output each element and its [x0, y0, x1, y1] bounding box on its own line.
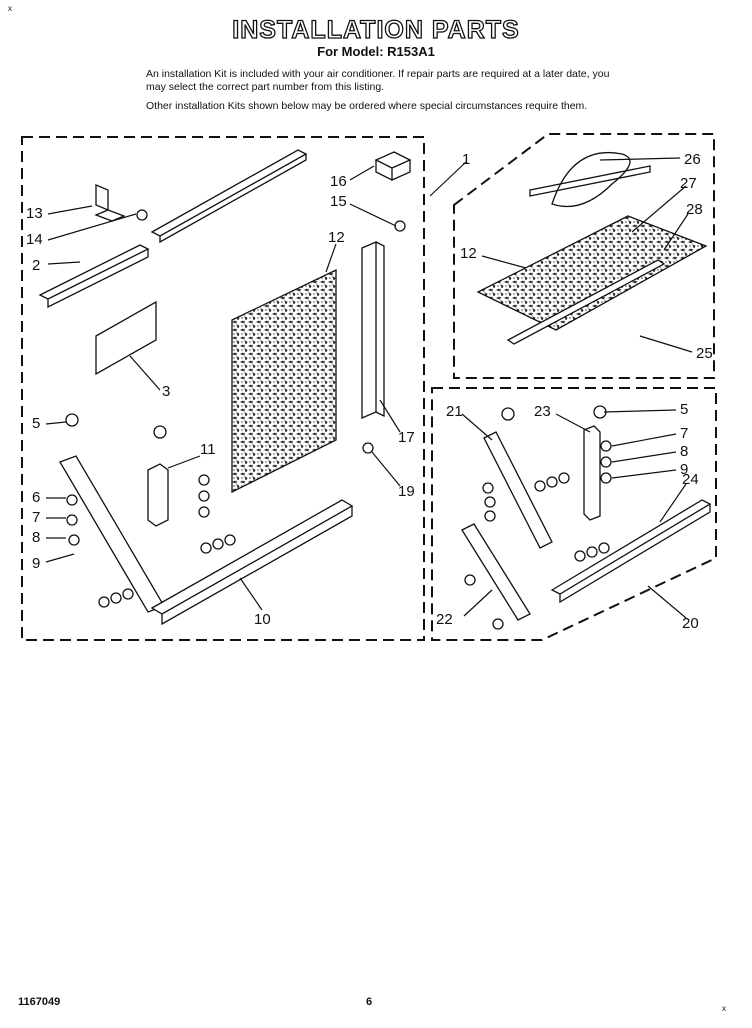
part-18-block: [374, 151, 412, 182]
part-2-rail: [38, 244, 150, 309]
callout-23: 23: [534, 403, 551, 420]
part-13-bracket: [94, 184, 126, 222]
callout-9: 9: [32, 555, 40, 572]
callout-11: 11: [200, 441, 216, 458]
callout-7: 7: [32, 509, 40, 526]
callout-12b: 12: [460, 245, 477, 262]
part-3-panel: [95, 300, 157, 376]
callout-27: 27: [680, 175, 697, 192]
corner-mark-bottom: x: [722, 1004, 726, 1013]
callout-6: 6: [32, 489, 40, 506]
page-title: INSTALLATION PARTS: [232, 15, 520, 44]
callout-13: 13: [26, 205, 43, 222]
part-26-seal: [529, 165, 651, 197]
intro-paragraph-2: Other installation Kits shown below may …: [146, 100, 588, 112]
kit-25-box: [453, 133, 715, 379]
callout-28: 28: [686, 201, 703, 218]
kit-25-foam: [476, 215, 708, 331]
part-26-loop: [551, 152, 631, 208]
callout-1: 1: [462, 151, 470, 168]
model-subtitle: For Model: R153A1: [317, 44, 435, 59]
upper-rail: [150, 149, 308, 244]
main-kit-box: [21, 136, 425, 641]
corner-mark-top: x: [8, 4, 12, 13]
part-17-channel: [361, 241, 385, 419]
callout-8b: 8: [680, 443, 688, 460]
callout-8: 8: [32, 529, 40, 546]
callout-18: 16: [330, 173, 347, 190]
callout-5b: 5: [680, 401, 688, 418]
part-10-rail: [150, 499, 354, 626]
document-number: 1167049: [18, 996, 61, 1008]
callout-2: 2: [32, 257, 40, 274]
callout-15: 15: [330, 193, 347, 210]
callout-3: 3: [162, 383, 170, 400]
part-22-leg: [461, 523, 531, 621]
callout-21: 21: [446, 403, 463, 420]
callout-20: 20: [682, 615, 699, 632]
callout-5: 5: [32, 415, 40, 432]
callout-26: 26: [684, 151, 701, 168]
part-11-bracket: [147, 463, 169, 527]
page-number: 6: [366, 996, 373, 1008]
callout-25: 25: [696, 345, 713, 362]
intro-paragraph-1: An installation Kit is included with you…: [146, 68, 610, 93]
part-23-bracket: [583, 425, 601, 521]
part-21-leg: [483, 431, 553, 549]
callout-24: 24: [682, 471, 699, 488]
callout-12: 12: [328, 229, 345, 246]
callout-22: 22: [436, 611, 453, 628]
callout-19: 19: [398, 483, 415, 500]
part-14-screw: [136, 209, 148, 221]
callout-9b: 9: [680, 461, 688, 478]
part-12-foam: [231, 268, 337, 494]
kit-20-box: [431, 387, 717, 641]
part-25-rail: [506, 259, 666, 345]
part-24-rail: [550, 499, 712, 604]
callout-14: 14: [26, 231, 43, 248]
callout-7b: 7: [680, 425, 688, 442]
callout-17: 17: [398, 429, 415, 446]
callout-10: 10: [254, 611, 271, 628]
